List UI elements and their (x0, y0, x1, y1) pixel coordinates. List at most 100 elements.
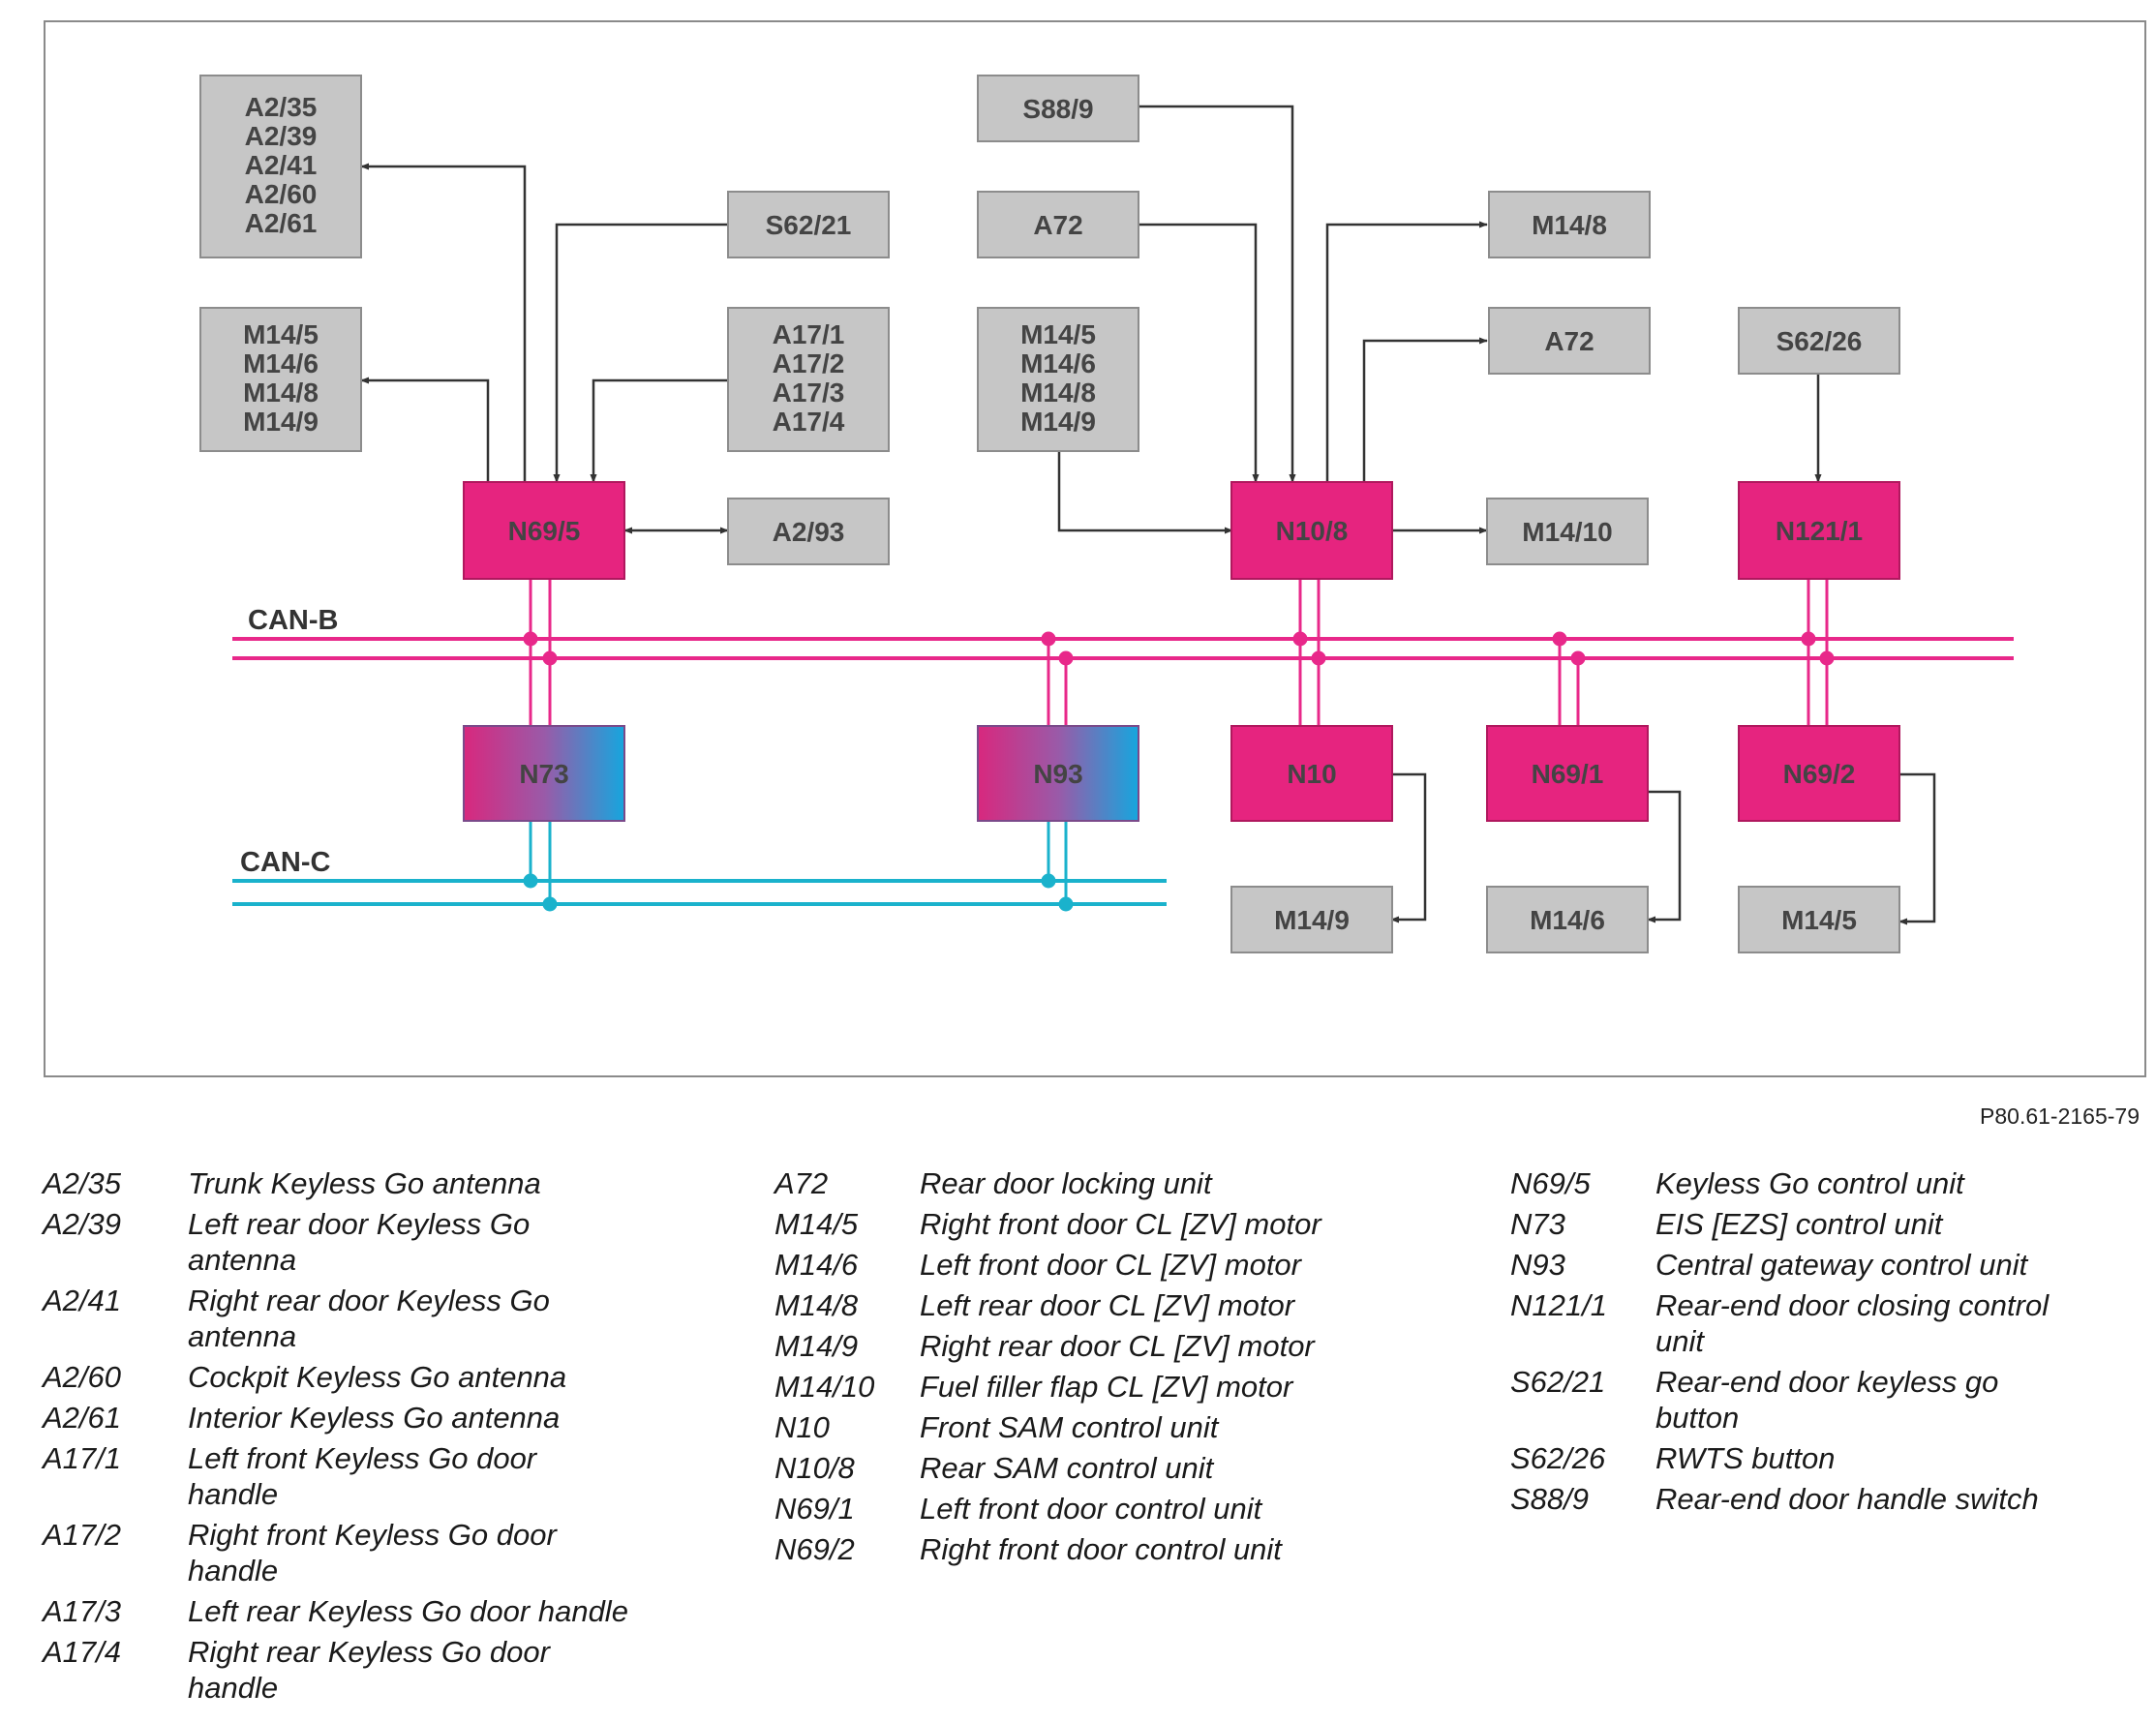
legend-code: A2/60 (43, 1360, 122, 1394)
legend-description-line: Right rear Keyless Go door (188, 1635, 550, 1669)
can-b-label: CAN-B (248, 605, 338, 636)
legend-code: M14/9 (774, 1329, 859, 1363)
legend-description: Left rear Keyless Go door handle (188, 1593, 701, 1629)
legend-description-line: handle (188, 1477, 279, 1511)
legend-code: S88/9 (1510, 1482, 1590, 1516)
legend-description-line: unit (1655, 1324, 1704, 1358)
svg-text:M14/8: M14/8 (1532, 210, 1607, 240)
n93-control-unit: N93 (977, 725, 1139, 822)
svg-text:N73: N73 (519, 759, 568, 789)
legend-description: Rear-end door handle switch (1655, 1481, 2149, 1517)
legend-description-line: Right front door CL [ZV] motor (920, 1207, 1321, 1241)
n73-control-unit: N73 (463, 725, 625, 822)
legend-code: A17/4 (43, 1635, 122, 1669)
legend-code: A17/1 (43, 1441, 122, 1475)
legend-description-line: Rear-end door keyless go (1655, 1365, 1999, 1399)
svg-text:S88/9: S88/9 (1022, 94, 1093, 124)
legend-code: M14/8 (774, 1288, 859, 1322)
legend-code: N69/1 (774, 1492, 855, 1526)
n121-1-control-unit: N121/1 (1738, 481, 1900, 580)
m14-group-left-box: M14/5 M14/6 M14/8 M14/9 (199, 307, 362, 452)
legend-code: A72 (774, 1166, 829, 1200)
svg-text:A17/4: A17/4 (773, 407, 845, 437)
svg-text:M14/5: M14/5 (1781, 905, 1857, 935)
a72-output-box: A72 (1488, 307, 1651, 375)
legend-description-line: Rear SAM control unit (920, 1451, 1214, 1485)
svg-text:A17/2: A17/2 (773, 348, 845, 378)
legend-description-line: Keyless Go control unit (1655, 1166, 1964, 1200)
svg-text:N93: N93 (1033, 759, 1082, 789)
legend-description-line: EIS [EZS] control unit (1655, 1207, 1943, 1241)
svg-text:A17/1: A17/1 (773, 319, 845, 349)
legend-item: A72 Rear door locking unit (774, 1165, 1452, 1201)
legend-description: Trunk Keyless Go antenna (188, 1165, 701, 1201)
m14-group-mid-box: M14/5 M14/6 M14/8 M14/9 (977, 307, 1139, 452)
legend-code: N73 (1510, 1207, 1565, 1241)
legend-description-line: Left rear door CL [ZV] motor (920, 1288, 1295, 1322)
legend-description: Right rear door CL [ZV] motor (920, 1328, 1452, 1364)
legend-description: Left rear door CL [ZV] motor (920, 1287, 1452, 1323)
legend-description-line: Rear door locking unit (920, 1166, 1212, 1200)
legend-description: Rear door locking unit (920, 1165, 1452, 1201)
legend-item: M14/9 Right rear door CL [ZV] motor (774, 1328, 1452, 1364)
legend-code: M14/6 (774, 1248, 859, 1282)
legend-description: Front SAM control unit (920, 1409, 1452, 1445)
legend-code: A2/39 (43, 1207, 122, 1241)
legend-description-line: antenna (188, 1319, 297, 1353)
legend-description-line: Right rear door Keyless Go (188, 1284, 550, 1317)
can-c-bus (232, 879, 1167, 906)
legend-code: S62/26 (1510, 1441, 1606, 1475)
legend-description: RWTS button (1655, 1440, 2149, 1476)
legend-code: A2/35 (43, 1166, 122, 1200)
legend-description: Right front door control unit (920, 1531, 1452, 1567)
svg-text:M14/6: M14/6 (243, 348, 319, 378)
svg-text:N69/2: N69/2 (1783, 759, 1856, 789)
m14-5-box: M14/5 (1738, 886, 1900, 953)
legend-description: Right front door CL [ZV] motor (920, 1206, 1452, 1242)
svg-text:A17/3: A17/3 (773, 378, 845, 408)
svg-text:M14/8: M14/8 (243, 378, 319, 408)
can-b-connections (523, 579, 1835, 728)
legend-item: A2/60 Cockpit Keyless Go antenna (43, 1359, 701, 1395)
n10-8-control-unit: N10/8 (1230, 481, 1393, 580)
legend-code: A2/41 (43, 1284, 122, 1317)
legend-item: N10/8 Rear SAM control unit (774, 1450, 1452, 1486)
legend-description-line: handle (188, 1671, 279, 1705)
legend-code: A2/61 (43, 1401, 122, 1435)
svg-text:M14/5: M14/5 (243, 319, 319, 349)
legend-code: N10/8 (774, 1451, 855, 1485)
svg-text:A2/41: A2/41 (245, 150, 318, 180)
svg-text:M14/8: M14/8 (1020, 378, 1096, 408)
antenna-box: A2/35 A2/39 A2/41 A2/60 A2/61 (199, 75, 362, 258)
legend-description-line: Right front door control unit (920, 1532, 1282, 1566)
legend-description-line: antenna (188, 1243, 297, 1277)
n69-5-control-unit: N69/5 (463, 481, 625, 580)
svg-text:M14/9: M14/9 (1274, 905, 1350, 935)
legend-description: Cockpit Keyless Go antenna (188, 1359, 701, 1395)
legend-item: N73 EIS [EZS] control unit (1510, 1206, 2149, 1242)
legend-description: Interior Keyless Go antenna (188, 1400, 701, 1436)
legend-description-line: Rear-end door handle switch (1655, 1482, 2039, 1516)
legend-item: A2/35 Trunk Keyless Go antenna (43, 1165, 701, 1201)
svg-text:A2/93: A2/93 (773, 517, 845, 547)
svg-text:N10: N10 (1287, 759, 1336, 789)
svg-text:N69/1: N69/1 (1532, 759, 1604, 789)
signal-lines (360, 105, 1936, 925)
m14-6-box: M14/6 (1486, 886, 1649, 953)
svg-text:S62/26: S62/26 (1776, 326, 1863, 356)
